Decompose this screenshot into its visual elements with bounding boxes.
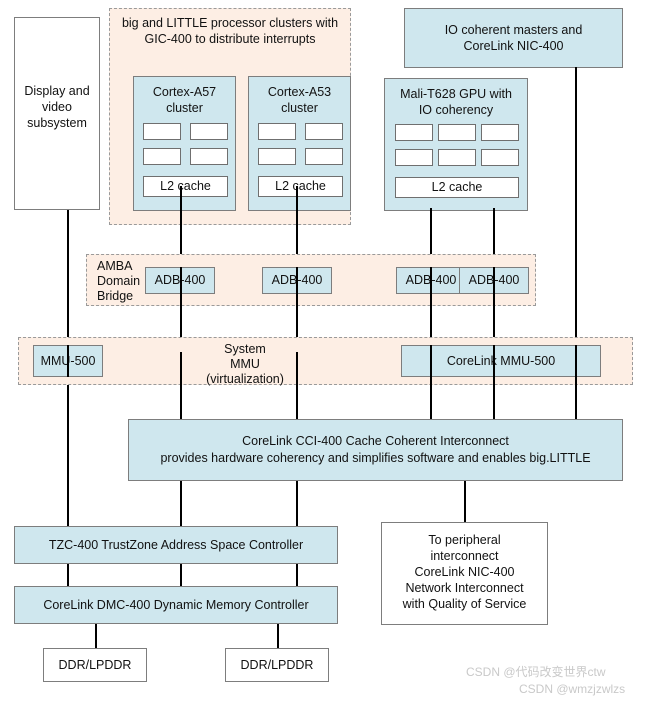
line-cci-to-tzc-right (296, 481, 299, 526)
line-corelink-mmu-through-5 (575, 345, 578, 377)
gpu-core[interactable] (481, 124, 519, 141)
a57-core[interactable] (143, 148, 181, 165)
a57-title-line1: Cortex-A57 (152, 85, 217, 99)
a57-core[interactable] (143, 123, 181, 140)
display-label-line3: subsystem (27, 116, 87, 130)
a57-core[interactable] (190, 148, 228, 165)
line-a57-to-adb1 (180, 186, 183, 269)
watermark-line-2: CSDN @wmzjzwlzs (519, 682, 626, 696)
line-gpu-to-adb4 (493, 208, 496, 269)
a57-core[interactable] (190, 123, 228, 140)
line-a53-to-adb2 (296, 186, 299, 269)
io-masters-line2: CoreLink NIC-400 (463, 39, 564, 53)
system-mmu-line3: (virtualization) (206, 372, 284, 386)
gpu-title-line1: Mali-T628 GPU with (400, 87, 512, 101)
line-corelink-mmu-through-4 (493, 345, 496, 377)
a53-core[interactable] (258, 148, 296, 165)
peripheral-nic-line4: Network Interconnect (405, 581, 524, 595)
line-io-masters-to-corelink-mmu (575, 67, 578, 352)
peripheral-nic-line3: CoreLink NIC-400 (414, 565, 515, 579)
line-corelink-mmu-through-3 (430, 345, 433, 377)
dmc-400-block[interactable]: CoreLink DMC-400 Dynamic Memory Controll… (14, 586, 338, 624)
gpu-l2-cache[interactable]: L2 cache (395, 177, 519, 198)
line-adb4-through (493, 267, 496, 294)
mali-gpu-block[interactable]: Mali-T628 GPU with IO coherency L2 cache (384, 78, 528, 211)
line-tzc-to-dmc-3 (296, 564, 299, 586)
a57-l2-cache[interactable]: L2 cache (143, 176, 228, 197)
a53-core[interactable] (305, 148, 343, 165)
line-tzc-to-dmc-1 (67, 564, 70, 586)
amba-label-line1: AMBA (97, 259, 133, 273)
cpu-clusters-caption-line1: big and LITTLE processor clusters with (121, 16, 339, 30)
line-gpu1-to-cci (430, 377, 433, 419)
io-coherent-masters-block[interactable]: IO coherent masters and CoreLink NIC-400 (404, 8, 623, 68)
cci-400-line2: provides hardware coherency and simplifi… (160, 451, 591, 465)
corelink-mmu-500-block[interactable]: CoreLink MMU-500 (401, 345, 601, 377)
a53-core[interactable] (305, 123, 343, 140)
line-display-to-mmu500 (67, 210, 70, 342)
display-label-line1: Display and (24, 84, 90, 98)
tzc-400-block[interactable]: TZC-400 TrustZone Address Space Controll… (14, 526, 338, 564)
line-adb3-to-corelink-mmu (430, 294, 433, 352)
line-dmc-to-ddr-left (95, 624, 98, 648)
a53-title-line2: cluster (281, 101, 318, 115)
gpu-core[interactable] (395, 149, 433, 166)
cpu-clusters-caption-line2: GIC-400 to distribute interrupts (144, 32, 316, 46)
cortex-a57-cluster-block[interactable]: Cortex-A57 cluster L2 cache (133, 76, 236, 211)
cci-400-line1: CoreLink CCI-400 Cache Coherent Intercon… (242, 434, 509, 448)
peripheral-nic-400-block[interactable]: To peripheral interconnect CoreLink NIC-… (381, 522, 548, 625)
system-mmu-line1: System (224, 342, 266, 356)
peripheral-nic-line5: with Quality of Service (402, 597, 527, 611)
peripheral-nic-line1: To peripheral (428, 533, 501, 547)
line-adb2-through (296, 267, 299, 294)
peripheral-nic-line2: interconnect (430, 549, 499, 563)
gpu-title-line2: IO coherency (418, 103, 494, 117)
line-mmu-a57-through (180, 352, 183, 377)
gpu-core[interactable] (438, 124, 476, 141)
watermark-line-1: CSDN @代码改变世界ctw (466, 665, 606, 679)
a53-core[interactable] (258, 123, 296, 140)
display-video-subsystem-block[interactable]: Display and video subsystem (14, 17, 100, 210)
ddr-lpddr-block-right[interactable]: DDR/LPDDR (225, 648, 329, 682)
line-a53-to-cci (296, 377, 299, 419)
line-adb1-to-mmu (180, 294, 183, 352)
a53-l2-cache[interactable]: L2 cache (258, 176, 343, 197)
gpu-core[interactable] (438, 149, 476, 166)
ddr-lpddr-block-left[interactable]: DDR/LPDDR (43, 648, 147, 682)
line-cci-to-peripheral-nic (464, 481, 467, 522)
cortex-a53-cluster-block[interactable]: Cortex-A53 cluster L2 cache (248, 76, 351, 211)
line-adb1-through (180, 267, 183, 294)
line-adb4-to-corelink-mmu (493, 294, 496, 352)
a57-title-line2: cluster (166, 101, 203, 115)
line-dmc-to-ddr-right (277, 624, 280, 648)
line-io-to-cci (575, 377, 578, 419)
line-mmu-a53-through (296, 352, 299, 377)
line-mmu500-to-tzc400 (67, 379, 70, 526)
cci-400-block[interactable]: CoreLink CCI-400 Cache Coherent Intercon… (128, 419, 623, 481)
line-tzc-to-dmc-2 (180, 564, 183, 586)
line-gpu-to-adb3 (430, 208, 433, 269)
line-gpu2-to-cci (493, 377, 496, 419)
line-a57-to-cci (180, 377, 183, 419)
amba-label-line2: Domain (97, 274, 141, 288)
line-adb2-to-mmu (296, 294, 299, 352)
gpu-core[interactable] (395, 124, 433, 141)
line-cci-to-tzc-left (180, 481, 183, 526)
system-mmu-line2: MMU (230, 357, 260, 371)
amba-domain-bridge-label: AMBA Domain Bridge (97, 259, 157, 304)
amba-label-line3: Bridge (97, 289, 134, 303)
line-adb3-through (430, 267, 433, 294)
line-mmu500-through (67, 345, 70, 377)
io-masters-line1: IO coherent masters and (444, 23, 583, 37)
a53-title-line1: Cortex-A53 (267, 85, 332, 99)
gpu-core[interactable] (481, 149, 519, 166)
display-label-line2: video (42, 100, 72, 114)
